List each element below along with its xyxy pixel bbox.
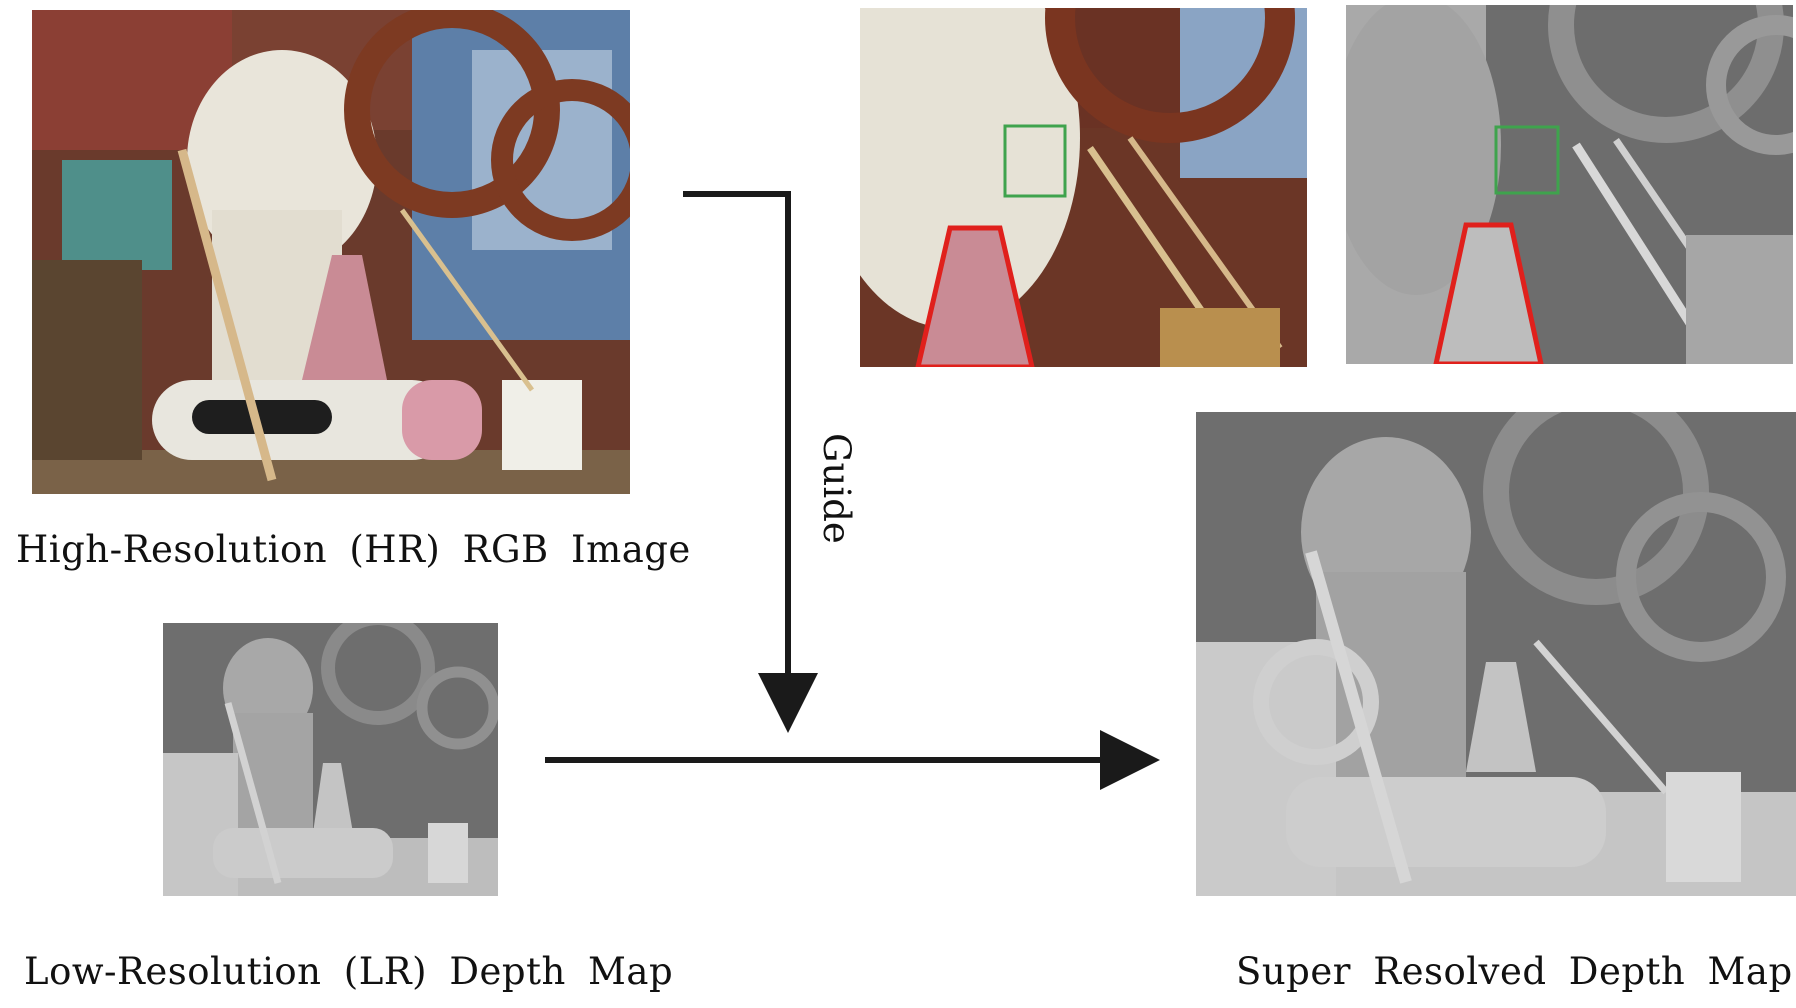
cone-outline-highlight [915, 225, 1035, 367]
hr-rgb-image [32, 10, 630, 494]
zoomed-depth-crop [1346, 5, 1793, 364]
depth-green-patch-highlight [1494, 125, 1560, 195]
guide-arrow [683, 191, 818, 733]
lr-depth-map [163, 623, 498, 896]
green-patch-highlight [1003, 124, 1067, 198]
caption-hr-rgb-image: High-Resolution (HR) RGB Image [16, 528, 691, 571]
depth-cone-outline-highlight [1433, 222, 1544, 364]
super-resolved-depth-map [1196, 412, 1796, 896]
caption-super-resolved-depth-map: Super Resolved Depth Map [1236, 950, 1793, 993]
zoomed-rgb-crop [860, 8, 1307, 367]
caption-lr-depth-map: Low-Resolution (LR) Depth Map [24, 950, 674, 993]
guide-label: Guide [815, 433, 858, 544]
